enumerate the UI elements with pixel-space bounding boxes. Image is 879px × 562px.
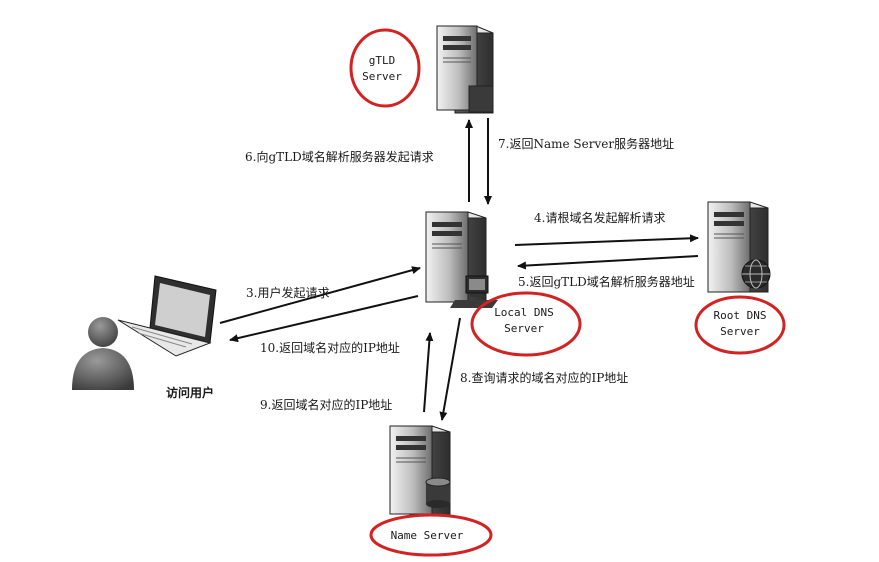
arrow-step-10: [229, 295, 419, 343]
step-8-label: 8.查询请求的域名对应的IP地址: [460, 370, 628, 385]
local-dns-highlight-circle: [470, 291, 582, 357]
step-5-label: 5.返回gTLD域名解析服务器地址: [518, 274, 695, 289]
arrow-step-8: [439, 317, 461, 421]
arrow-step-4: [514, 234, 699, 246]
step-7-label: 7.返回Name Server服务器地址: [498, 136, 674, 151]
root-dns-server-icon: [707, 201, 771, 293]
name-server-icon: [389, 425, 451, 517]
root-dns-label-line1: Root DNS: [714, 309, 767, 322]
step-4-label: 4.请根域名发起解析请求: [534, 210, 665, 225]
laptop-icon: [117, 275, 217, 357]
gtld-server-icon: [436, 25, 494, 114]
root-dns-label-line2: Server: [720, 325, 760, 338]
gtld-highlight-circle: [349, 28, 421, 108]
local-dns-label-line1: Local DNS: [494, 306, 554, 319]
local-dns-server-icon: [425, 211, 498, 308]
local-dns-label-line2: Server: [504, 322, 544, 335]
arrow-step-3: [219, 266, 421, 324]
gtld-label-line1: gTLD: [369, 54, 396, 67]
root-dns-highlight-circle: [694, 295, 786, 355]
arrow-step-5: [517, 255, 699, 270]
step-10-label: 10.返回域名对应的IP地址: [260, 340, 400, 355]
user-person-icon: [72, 317, 134, 390]
step-6-label: 6.向gTLD域名解析服务器发起请求: [245, 149, 434, 164]
step-9-label: 9.返回域名对应的IP地址: [260, 397, 392, 412]
step-3-label: 3.用户发起请求: [246, 285, 329, 300]
name-server-label: Name Server: [391, 529, 464, 542]
name-server-highlight-circle: [369, 513, 493, 557]
gtld-label-line2: Server: [362, 70, 402, 83]
arrow-step-9: [423, 332, 434, 413]
user-label: 访问用户: [166, 385, 214, 400]
